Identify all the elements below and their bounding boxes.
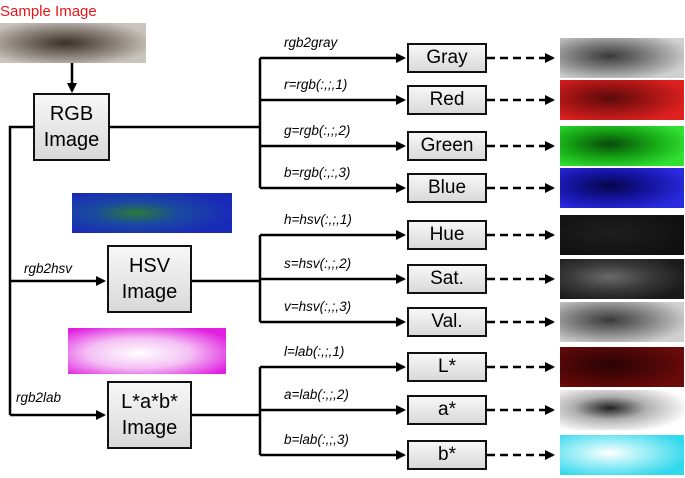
a-channel-box: a* [407,395,487,425]
val-op-label: v=hsv(:,;,3) [284,299,352,314]
hue-channel-thumbnail [560,215,684,255]
blue-op-label: b=rgb(:,:,3) [284,165,351,180]
l-channel-box: L* [407,352,487,382]
red-channel-thumbnail [560,80,684,120]
b-channel-box: b* [407,440,487,470]
left-trunk-line [8,125,33,415]
l-channel-thumbnail [560,347,684,387]
gray-channel-box: Gray [407,43,487,73]
rgb2lab-label: rgb2lab [16,390,62,405]
diagram-title: Sample Image [0,3,97,20]
l-op-label: l=lab(:,;,1) [284,344,345,359]
lab-image-box: L*a*b* Image [107,381,192,449]
red-channel-box: Red [407,85,487,115]
blue-channel-thumbnail [560,168,684,208]
lab-preview-image [68,328,226,374]
b-op-label: b=lab(:,;,3) [284,432,349,447]
val-channel-thumbnail [560,302,684,342]
a-channel-thumbnail [560,390,684,430]
gray-op-label: rgb2gray [284,35,338,50]
b-channel-thumbnail [560,435,684,475]
sat-op-label: s=hsv(:,;,2) [284,256,352,271]
green-channel-box: Green [407,131,487,161]
sat-channel-thumbnail [560,259,684,299]
sat-channel-box: Sat. [407,264,487,294]
hsv-image-box: HSV Image [107,245,192,313]
hsv-preview-image [72,193,232,233]
red-op-label: r=rgb(:,;,1) [284,77,348,92]
rgb2hsv-label: rgb2hsv [24,261,73,276]
hue-op-label: h=hsv(:,;,1) [284,212,352,227]
gray-channel-thumbnail [560,38,684,78]
a-op-label: a=lab(:,;,2) [284,387,349,402]
sample-image [0,23,146,63]
val-channel-box: Val. [407,307,487,337]
hue-channel-box: Hue [407,220,487,250]
green-op-label: g=rgb(:,;,2) [284,123,351,138]
green-channel-thumbnail [560,126,684,166]
blue-channel-box: Blue [407,173,487,203]
rgb-image-box: RGB Image [33,93,110,161]
